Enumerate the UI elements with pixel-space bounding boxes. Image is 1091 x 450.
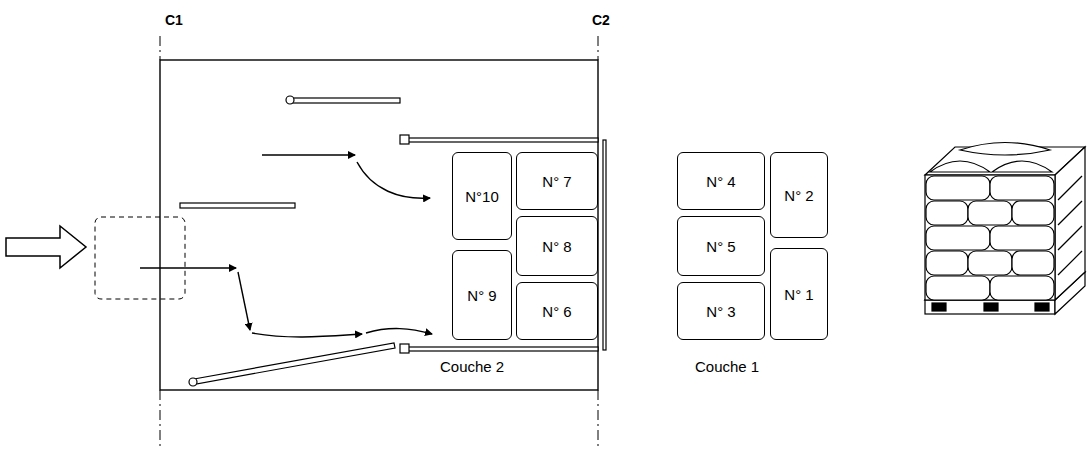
- bag-number: N° 4: [706, 173, 735, 190]
- flow-arrows: [140, 155, 432, 337]
- layer-label: Couche 2: [440, 358, 504, 375]
- guide-bars: [180, 96, 606, 386]
- bag-box: N° 9: [452, 250, 512, 340]
- bag-number: N° 9: [467, 287, 496, 304]
- bag-number: N°10: [465, 188, 499, 205]
- bag-box: N° 8: [516, 216, 598, 276]
- bag-number: N° 2: [784, 187, 813, 204]
- bag-box: N° 6: [516, 282, 598, 340]
- bag-number: N° 6: [542, 303, 571, 320]
- bag-box: N° 3: [677, 282, 765, 340]
- bag-number: N° 3: [706, 303, 735, 320]
- bag-number: N° 7: [542, 173, 571, 190]
- bag-number: N° 1: [784, 286, 813, 303]
- axis-label: C2: [592, 12, 610, 28]
- bag-number: N° 8: [542, 238, 571, 255]
- entry-zone: [95, 217, 185, 299]
- bag-number: N° 5: [706, 238, 735, 255]
- axis-label: C1: [165, 12, 183, 28]
- bag-box: N°10: [452, 152, 512, 240]
- machine-frame: [160, 60, 598, 390]
- bag-box: N° 7: [516, 152, 598, 210]
- bag-box: N° 5: [677, 216, 765, 276]
- axis-lines: [160, 36, 598, 446]
- pallet-illustration: [925, 143, 1085, 315]
- bag-box: N° 2: [770, 152, 828, 238]
- bag-box: N° 1: [770, 248, 828, 340]
- layer-label: Couche 1: [695, 358, 759, 375]
- entry-arrow: [6, 226, 86, 268]
- bag-box: N° 4: [677, 152, 765, 210]
